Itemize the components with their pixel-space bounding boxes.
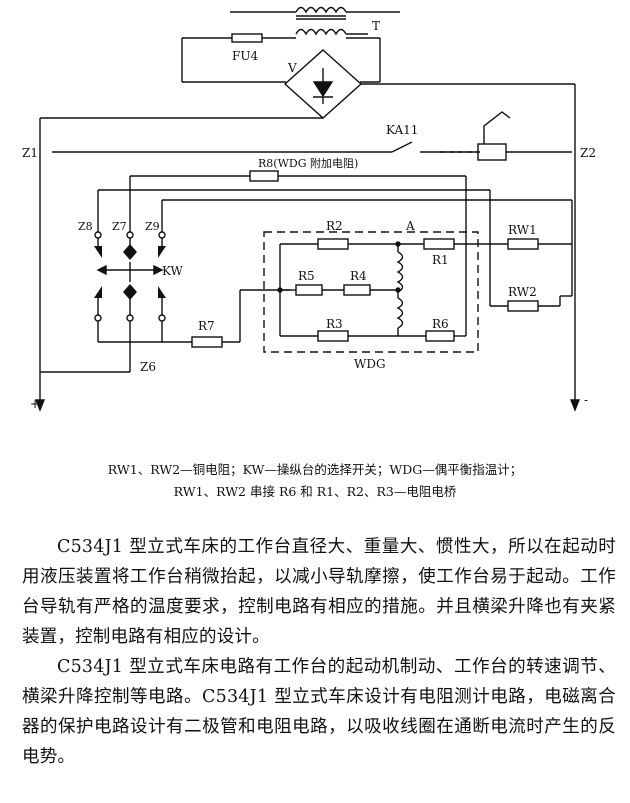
label-t: T — [372, 19, 380, 33]
label-a: A — [405, 219, 415, 233]
label-z6: Z6 — [140, 360, 156, 374]
label-r7: R7 — [198, 319, 215, 333]
circuit-diagram: T FU4 V + - Z1 Z2 KA11 — [22, 6, 596, 412]
label-r8: R8(WDG 附加电阻) — [258, 156, 358, 170]
label-rw1: RW1 — [508, 223, 537, 237]
paragraph-1: C534J1 型立式车床的工作台直径大、重量大、惯性大，所以在起动时用液压装置将… — [22, 537, 616, 647]
terminal-bottom-3 — [158, 314, 166, 322]
kw-actuator-arrow — [96, 262, 164, 282]
resistor-r1 — [423, 238, 455, 250]
label-wdg: WDG — [354, 357, 386, 371]
resistor-r3 — [317, 330, 349, 342]
wdg-bridge-wiring — [279, 243, 490, 337]
resistor-r4 — [343, 284, 371, 296]
terminal-bottom-2 — [126, 314, 134, 322]
paragraph-2: C534J1 型立式车床电路有工作台的起动机制动、工作台的转速调节、横梁升降控制… — [22, 657, 616, 767]
node-mid — [395, 287, 401, 293]
figure-caption: RW1、RW2—铜电阻；KW—操纵台的选择开关；WDG—偶平衡指温计； RW1、… — [0, 462, 630, 501]
node-a — [395, 241, 401, 247]
label-r6: R6 — [432, 317, 449, 331]
resistor-r6 — [425, 330, 455, 342]
label-plus: + — [30, 397, 40, 411]
fuse-fu4 — [231, 33, 263, 43]
resistor-rw1 — [507, 238, 539, 250]
resistor-r8 — [249, 170, 279, 182]
rw-branch — [489, 243, 572, 307]
node-left — [277, 287, 283, 293]
label-kw: KW — [162, 264, 184, 278]
label-r2: R2 — [326, 219, 343, 233]
relay-mechanism — [483, 111, 511, 144]
resistor-r5 — [295, 284, 323, 296]
body-text: C534J1 型立式车床的工作台直径大、重量大、惯性大，所以在起动时用液压装置将… — [22, 532, 616, 772]
r8-branch — [129, 175, 467, 244]
label-ka11: KA11 — [386, 123, 418, 137]
relay-coil-ka11 — [477, 143, 507, 161]
label-z9: Z9 — [145, 220, 160, 233]
label-fu4: FU4 — [232, 49, 258, 63]
caption-line-2: RW1、RW2 串接 R6 和 R1、R2、R3—电阻电桥 — [173, 484, 457, 500]
label-r5: R5 — [298, 269, 315, 283]
label-r1: R1 — [432, 253, 449, 267]
terminal-z9 — [158, 231, 166, 239]
label-z2: Z2 — [580, 146, 596, 160]
caption-line-1: RW1、RW2—铜电阻；KW—操纵台的选择开关；WDG—偶平衡指温计； — [107, 462, 523, 477]
resistor-r2 — [317, 238, 349, 250]
secondary-loop — [181, 37, 381, 83]
label-z1: Z1 — [22, 146, 38, 160]
kw-contacts — [94, 244, 166, 300]
label-v: V — [287, 61, 297, 75]
terminal-z8 — [94, 231, 102, 239]
label-z8: Z8 — [78, 220, 93, 233]
terminal-bottom-1 — [94, 314, 102, 322]
label-minus: - — [584, 393, 588, 407]
label-z7: Z7 — [112, 220, 127, 233]
label-r3: R3 — [326, 317, 343, 331]
kw-switch-wiring — [40, 189, 573, 373]
resistor-rw2 — [507, 300, 539, 312]
label-rw2: RW2 — [508, 285, 537, 299]
wdg-enclosure — [263, 231, 479, 353]
transformer-t — [230, 6, 400, 36]
resistor-r7 — [191, 336, 223, 348]
label-r4: R4 — [350, 269, 367, 283]
terminal-z7 — [126, 231, 134, 239]
